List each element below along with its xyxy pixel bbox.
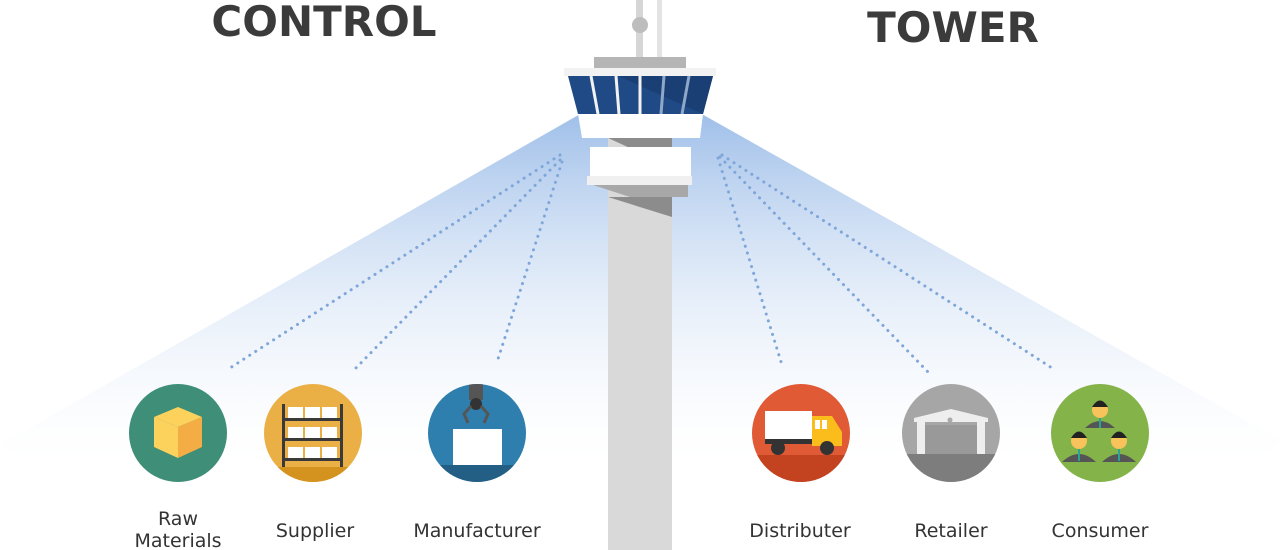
label-distributer: Distributer	[749, 520, 851, 542]
label-consumer: Consumer	[1052, 520, 1149, 542]
beam-left	[0, 113, 640, 460]
connection-lines	[228, 153, 1054, 374]
label-manufacturer: Manufacturer	[413, 520, 540, 542]
title-tower: TOWER	[867, 3, 1039, 52]
label-materials: Materials	[134, 530, 221, 550]
node-consumer: Consumer	[1051, 384, 1149, 542]
label-retailer: Retailer	[914, 520, 987, 542]
beam-right	[640, 113, 1280, 460]
box-icon	[154, 407, 202, 458]
warehouse-icon	[914, 409, 988, 454]
tower-illustration	[564, 0, 716, 550]
node-raw-materials: Raw Materials	[129, 384, 227, 550]
node-supplier: Supplier	[264, 384, 362, 542]
people-icon	[1062, 400, 1136, 462]
node-distributer: Distributer	[749, 384, 851, 542]
node-retailer: Retailer	[902, 384, 1000, 542]
shelves-icon	[282, 404, 343, 467]
title-control: CONTROL	[211, 0, 436, 46]
robot-arm-icon	[453, 398, 502, 465]
truck-icon	[765, 411, 842, 455]
label-raw: Raw	[158, 508, 198, 530]
label-supplier: Supplier	[276, 520, 354, 542]
